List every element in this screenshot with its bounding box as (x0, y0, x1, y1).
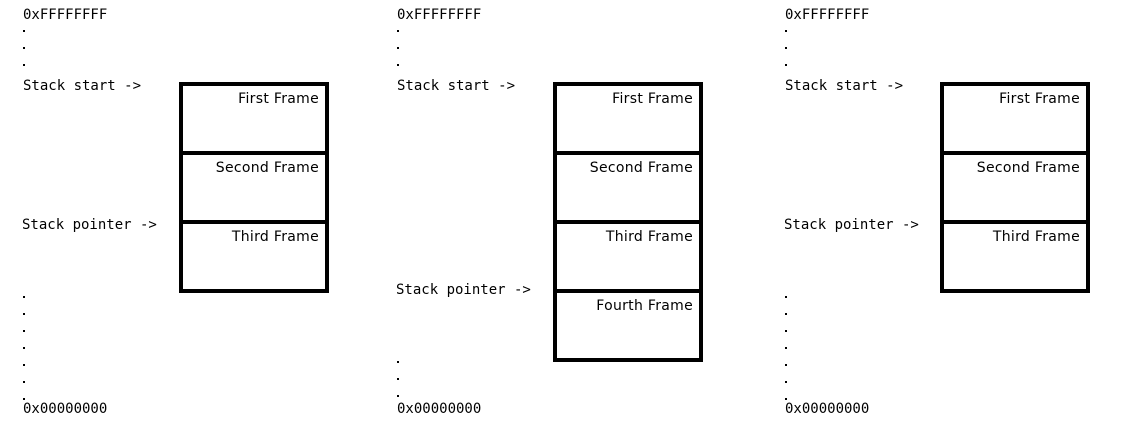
ellipsis-dot (785, 398, 787, 400)
ellipsis-dot (23, 47, 25, 49)
ellipsis-dot (785, 381, 787, 383)
ellipsis-dot (23, 313, 25, 315)
stack-start-label: Stack start -> (23, 78, 142, 94)
ellipsis-dot (23, 347, 25, 349)
ellipsis-dot (23, 296, 25, 298)
ellipsis-dot (785, 47, 787, 49)
stack-block: First Frame Second Frame Third Frame (940, 82, 1090, 293)
stack-frame: Second Frame (183, 155, 325, 224)
stack-frame: Fourth Frame (557, 293, 699, 362)
ellipsis-dot (785, 64, 787, 66)
frame-label: First Frame (238, 91, 319, 107)
top-address: 0xFFFFFFFF (397, 7, 482, 23)
ellipsis-dot (397, 395, 399, 397)
ellipsis-dot (397, 64, 399, 66)
stack-start-label: Stack start -> (397, 78, 516, 94)
ellipsis-dot (785, 330, 787, 332)
stack-pointer-label: Stack pointer -> (784, 217, 919, 233)
ellipsis-dot (785, 364, 787, 366)
stack-frame: Second Frame (557, 155, 699, 224)
ellipsis-dot (785, 30, 787, 32)
stack-frame: First Frame (557, 86, 699, 155)
stack-diagram-1: 0xFFFFFFFF Stack start -> Stack pointer … (22, 0, 383, 432)
bottom-address: 0x00000000 (397, 401, 482, 417)
frame-label: Third Frame (231, 229, 319, 245)
stack-pointer-label: Stack pointer -> (22, 217, 157, 233)
ellipsis-dot (23, 381, 25, 383)
stack-block: First Frame Second Frame Third Frame Fou… (553, 82, 703, 362)
bottom-address: 0x00000000 (785, 401, 870, 417)
frame-label: Fourth Frame (596, 298, 693, 314)
bottom-address: 0x00000000 (23, 401, 108, 417)
frame-label: First Frame (612, 91, 693, 107)
frame-label: Second Frame (215, 160, 319, 176)
stack-frame: Third Frame (183, 224, 325, 293)
stack-diagram-3: 0xFFFFFFFF Stack start -> Stack pointer … (784, 0, 1121, 432)
ellipsis-dot (785, 296, 787, 298)
top-address: 0xFFFFFFFF (785, 7, 870, 23)
frame-label: Third Frame (992, 229, 1080, 245)
ellipsis-dot (397, 361, 399, 363)
stack-block: First Frame Second Frame Third Frame (179, 82, 329, 293)
stack-start-label: Stack start -> (785, 78, 904, 94)
ellipsis-dot (23, 364, 25, 366)
stack-diagram-2: 0xFFFFFFFF Stack start -> Stack pointer … (396, 0, 757, 432)
ellipsis-dot (23, 30, 25, 32)
stack-frame: First Frame (944, 86, 1086, 155)
stack-frame: Third Frame (944, 224, 1086, 293)
ellipsis-dot (23, 330, 25, 332)
frame-label: Third Frame (605, 229, 693, 245)
stack-frame: Second Frame (944, 155, 1086, 224)
stack-frame: Third Frame (557, 224, 699, 293)
ellipsis-dot (785, 313, 787, 315)
stack-pointer-label: Stack pointer -> (396, 282, 531, 298)
frame-label: Second Frame (976, 160, 1080, 176)
ellipsis-dot (785, 347, 787, 349)
frame-label: Second Frame (589, 160, 693, 176)
frame-label: First Frame (999, 91, 1080, 107)
ellipsis-dot (397, 30, 399, 32)
ellipsis-dot (397, 378, 399, 380)
ellipsis-dot (397, 47, 399, 49)
stack-frame: First Frame (183, 86, 325, 155)
ellipsis-dot (23, 398, 25, 400)
top-address: 0xFFFFFFFF (23, 7, 108, 23)
ellipsis-dot (23, 64, 25, 66)
